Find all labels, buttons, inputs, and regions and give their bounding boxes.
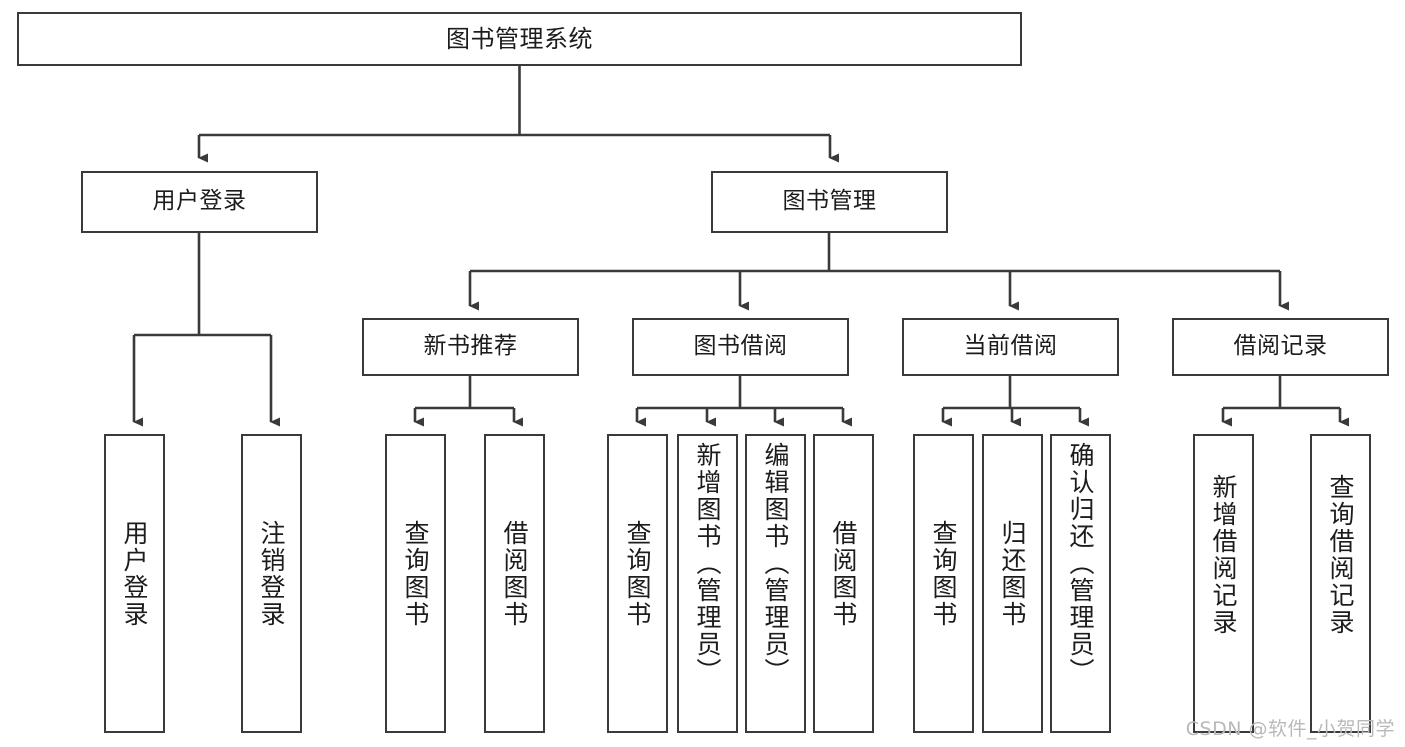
leaf-user-login[interactable]: 用户登录 bbox=[104, 434, 165, 733]
node-label: 查询图书 bbox=[623, 520, 652, 628]
node-label: 图书借阅 bbox=[693, 333, 788, 360]
node-label: 借阅图书 bbox=[829, 520, 858, 628]
leaf-return-book[interactable]: 归还图书 bbox=[982, 434, 1043, 733]
node-root-library-management-system[interactable]: 图书管理系统 bbox=[17, 12, 1022, 66]
node-current-borrowing[interactable]: 当前借阅 bbox=[902, 318, 1119, 376]
node-borrow-records[interactable]: 借阅记录 bbox=[1172, 318, 1389, 376]
leaf-query-borrow-record[interactable]: 查询借阅记录 bbox=[1310, 434, 1371, 733]
leaf-logout[interactable]: 注销登录 bbox=[241, 434, 302, 733]
node-label: 查询借阅记录 bbox=[1326, 474, 1355, 636]
node-label: 注销登录 bbox=[257, 520, 286, 628]
leaf-add-book-admin[interactable]: 新增图书（管理员） bbox=[677, 434, 738, 733]
leaf-borrow-book[interactable]: 借阅图书 bbox=[813, 434, 874, 733]
leaf-add-borrow-record[interactable]: 新增借阅记录 bbox=[1193, 434, 1254, 733]
node-label: 借阅记录 bbox=[1233, 333, 1328, 360]
node-label: 用户登录 bbox=[152, 188, 247, 215]
node-label: 新书推荐 bbox=[423, 333, 518, 360]
node-label: 新增借阅记录 bbox=[1209, 474, 1238, 636]
leaf-edit-book-admin[interactable]: 编辑图书（管理员） bbox=[745, 434, 806, 733]
node-label: 归还图书 bbox=[998, 520, 1027, 628]
node-label: 当前借阅 bbox=[963, 333, 1058, 360]
leaf-query-book-current[interactable]: 查询图书 bbox=[913, 434, 974, 733]
node-label: 图书管理 bbox=[782, 188, 877, 215]
node-label: 用户登录 bbox=[120, 520, 149, 628]
node-user-login[interactable]: 用户登录 bbox=[81, 171, 318, 233]
leaf-borrow-book-new[interactable]: 借阅图书 bbox=[484, 434, 545, 733]
node-label: 图书管理系统 bbox=[446, 24, 593, 53]
node-new-book-recommendation[interactable]: 新书推荐 bbox=[362, 318, 579, 376]
node-book-borrowing[interactable]: 图书借阅 bbox=[632, 318, 849, 376]
node-label: 借阅图书 bbox=[500, 520, 529, 628]
node-label: 确认归还（管理员） bbox=[1066, 442, 1095, 685]
node-book-management[interactable]: 图书管理 bbox=[711, 171, 948, 233]
node-label: 查询图书 bbox=[929, 520, 958, 628]
node-label: 编辑图书（管理员） bbox=[761, 442, 790, 685]
leaf-query-book-borrow[interactable]: 查询图书 bbox=[607, 434, 668, 733]
node-label: 查询图书 bbox=[401, 520, 430, 628]
leaf-confirm-return-admin[interactable]: 确认归还（管理员） bbox=[1050, 434, 1111, 733]
leaf-query-book-new[interactable]: 查询图书 bbox=[385, 434, 446, 733]
node-label: 新增图书（管理员） bbox=[693, 442, 722, 685]
